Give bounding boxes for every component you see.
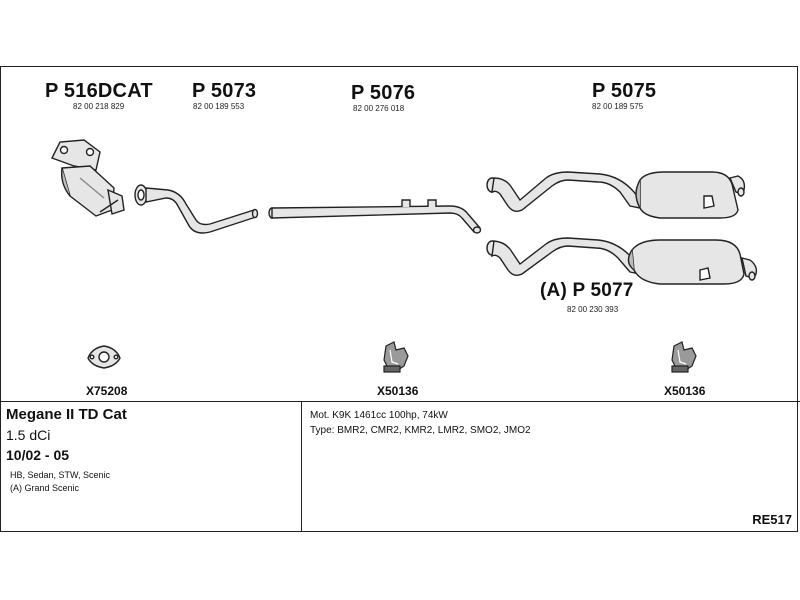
part-code-middle-pipe: P 5076 <box>351 82 416 104</box>
vehicle-model: Megane II TD Cat <box>6 406 127 423</box>
part-number-rear-silencer: 82 00 189 575 <box>592 102 644 111</box>
engine-motor-info: Mot. K9K 1461cc 100hp, 74kW <box>310 410 448 421</box>
part-number-front-pipe: 82 00 189 553 <box>193 102 245 111</box>
part-code-cat: P 516DCAT <box>45 80 153 102</box>
engine-type-info: Type: BMR2, CMR2, KMR2, LMR2, SMO2, JMO2 <box>310 425 531 436</box>
part-number-middle-pipe: 82 00 276 018 <box>353 104 405 113</box>
part-code-rear-silencer: P 5075 <box>592 80 657 102</box>
front-pipe <box>134 184 259 234</box>
accessory-code-gasket: X75208 <box>86 384 128 398</box>
vehicle-variant-note: (A) Grand Scenic <box>10 483 80 493</box>
reference-code: RE517 <box>752 512 792 527</box>
vehicle-body-types: HB, Sedan, STW, Scenic <box>10 470 111 480</box>
part-code-rear-silencer-a: (A) P 5077 <box>540 280 634 301</box>
hanger-icon <box>383 341 409 373</box>
info-column-divider <box>301 401 302 532</box>
diagram-frame <box>0 66 798 532</box>
hanger-icon <box>671 341 697 373</box>
info-divider <box>0 401 800 402</box>
rear-silencer-a <box>486 237 758 285</box>
accessory-code-hanger-1: X50136 <box>377 384 419 398</box>
accessory-code-hanger-2: X50136 <box>664 384 706 398</box>
rear-silencer <box>486 171 746 219</box>
catalytic-converter <box>51 139 125 217</box>
middle-pipe <box>268 199 482 234</box>
vehicle-engine: 1.5 dCi <box>6 427 51 443</box>
part-code-front-pipe: P 5073 <box>192 80 257 102</box>
vehicle-years: 10/02 - 05 <box>6 447 70 463</box>
part-number-cat: 82 00 218 829 <box>73 102 125 111</box>
gasket-icon <box>87 345 121 369</box>
part-number-rear-silencer-a: 82 00 230 393 <box>567 305 619 314</box>
